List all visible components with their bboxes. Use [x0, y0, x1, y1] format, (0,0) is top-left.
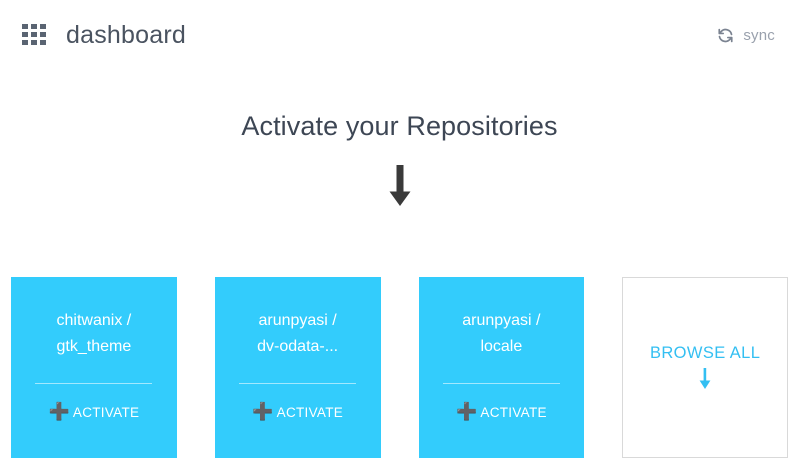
repository-card[interactable]: chitwanix / gtk_theme ➕ ACTIVATE: [11, 277, 177, 458]
activate-label: ACTIVATE: [276, 404, 344, 420]
plus-icon: ➕: [48, 401, 70, 421]
card-divider: [35, 382, 153, 384]
repository-name: arunpyasi / dv-odata-...: [257, 312, 339, 355]
arrow-down-icon: [699, 367, 711, 389]
card-divider: [239, 382, 357, 384]
card-divider: [442, 382, 560, 384]
plus-icon: ➕: [455, 401, 478, 421]
repository-name: chitwanix / gtk_theme: [56, 312, 132, 355]
app-header: dashboard sync: [0, 0, 799, 70]
browse-all-label: BROWSE ALL: [649, 344, 761, 363]
grid-menu-cell: [40, 40, 46, 45]
activate-label: ACTIVATE: [480, 404, 547, 420]
grid-menu-cell: [31, 40, 37, 45]
activate-button[interactable]: ➕ ACTIVATE: [455, 401, 547, 421]
plus-icon: ➕: [252, 401, 274, 421]
repository-card[interactable]: arunpyasi / locale ➕ ACTIVATE: [418, 277, 585, 458]
grid-menu-cell: [31, 24, 37, 29]
sync-refresh-icon: [718, 28, 733, 42]
page-title: dashboard: [66, 20, 186, 49]
repository-name: arunpyasi / locale: [462, 312, 541, 355]
repository-card-list: chitwanix / gtk_theme ➕ ACTIVATE arunpya…: [11, 277, 788, 458]
grid-menu-cell: [31, 32, 37, 37]
grid-menu-cell: [22, 40, 28, 45]
arrow-down-icon: [389, 165, 410, 207]
hero-title: Activate your Repositories: [241, 111, 558, 141]
repository-card[interactable]: arunpyasi / dv-odata-... ➕ ACTIVATE: [214, 277, 381, 458]
activate-button[interactable]: ➕ ACTIVATE: [48, 401, 140, 421]
sync-button[interactable]: sync: [715, 23, 777, 48]
grid-menu-cell: [22, 24, 28, 29]
grid-menu-cell: [22, 32, 28, 37]
sync-label: sync: [743, 26, 775, 44]
browse-all-card[interactable]: BROWSE ALL: [622, 277, 788, 458]
grid-menu-cell: [40, 24, 46, 29]
hero-arrow-down-icon: [387, 165, 413, 212]
grid-menu-icon[interactable]: [22, 24, 48, 46]
hero-section: Activate your Repositories: [0, 70, 799, 212]
activate-label: ACTIVATE: [72, 404, 140, 420]
grid-menu-cell: [40, 32, 46, 37]
activate-button[interactable]: ➕ ACTIVATE: [252, 401, 344, 421]
